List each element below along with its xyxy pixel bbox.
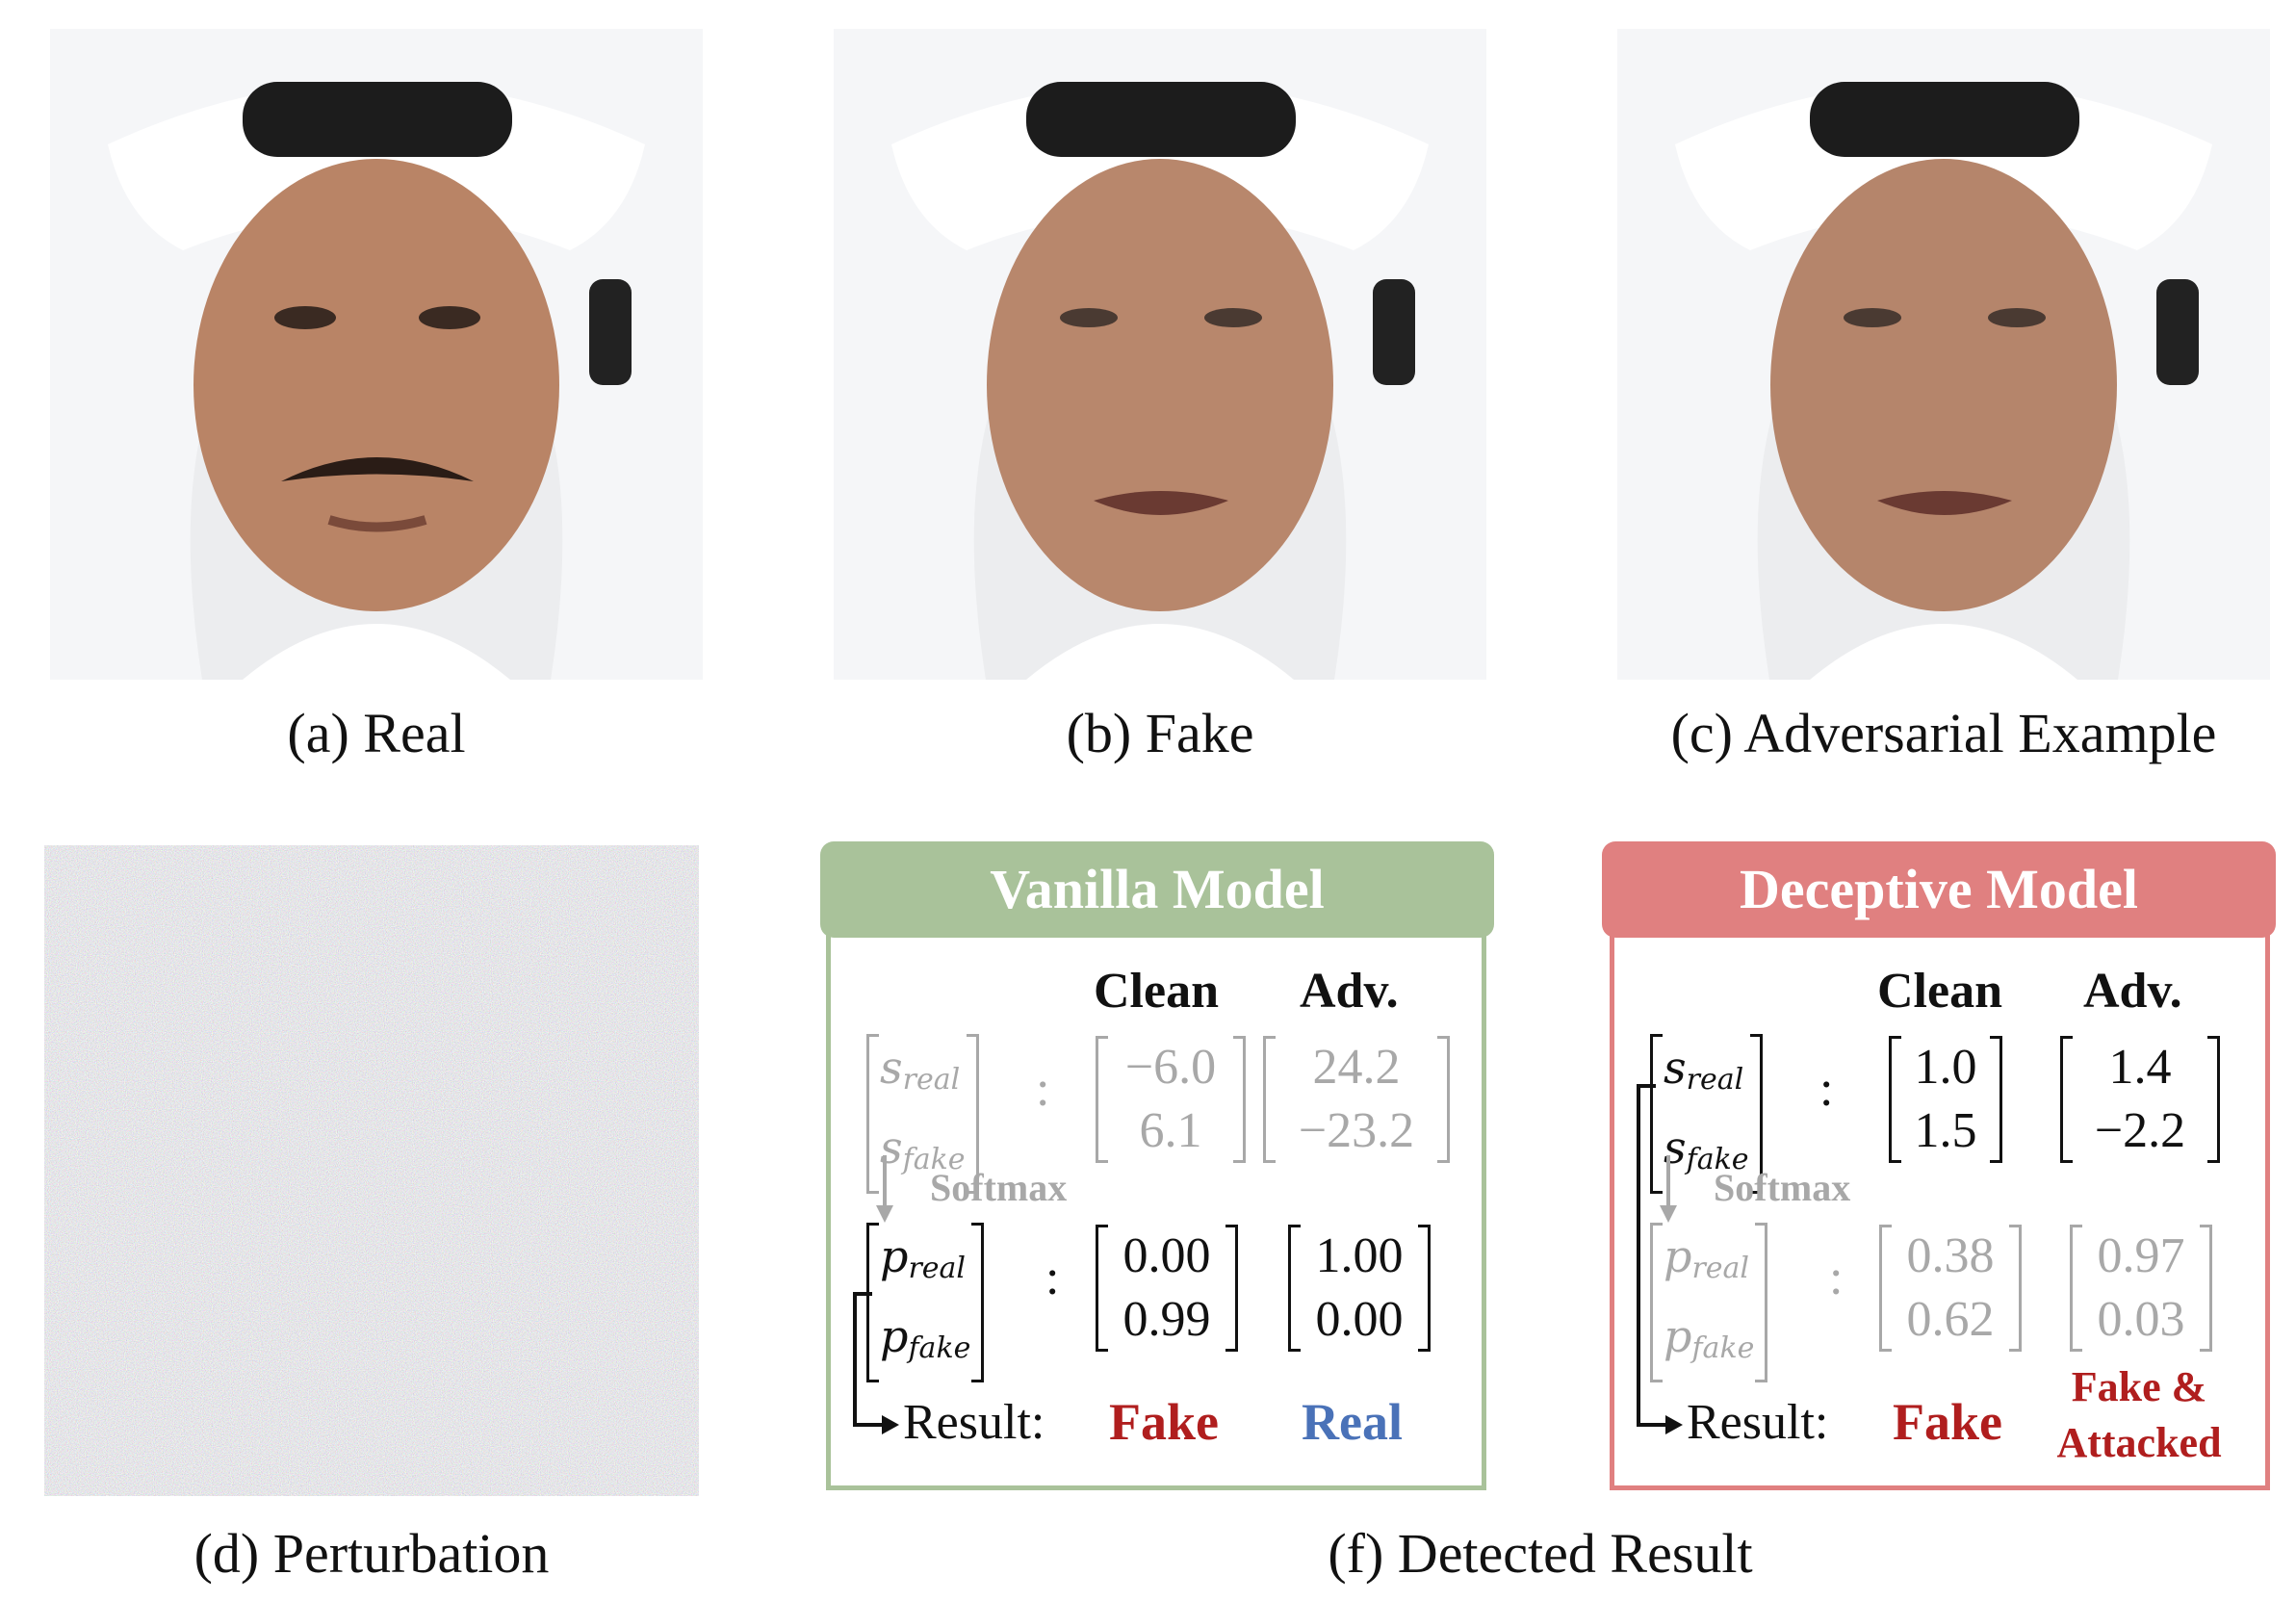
deceptive-model-panel (1610, 911, 2270, 1490)
deceptive-softmax-label: Softmax (1714, 1166, 1851, 1209)
vanilla-prob-clean-fake: 0.99 (1122, 1292, 1211, 1347)
caption-detected-result: (f) Detected Result (1328, 1522, 1753, 1585)
s-fake-symbol: sfake (1664, 1122, 1749, 1176)
vanilla-model-panel (826, 911, 1486, 1490)
vanilla-prob-colon: : (1045, 1251, 1060, 1305)
deceptive-prob-colon: : (1829, 1251, 1844, 1305)
deceptive-logit-adv-fake: −2.2 (2094, 1103, 2186, 1158)
deceptive-prob-adv-real: 0.97 (2097, 1228, 2185, 1283)
deceptive-prob-clean-fake: 0.62 (1906, 1292, 1995, 1347)
real-face-illustration (50, 29, 703, 680)
deceptive-col-clean: Clean (1877, 964, 2002, 1019)
vanilla-model-title: Vanilla Model (820, 841, 1494, 938)
vanilla-logit-clean-fake: 6.1 (1139, 1103, 1202, 1158)
caption-adversarial: (c) Adversarial Example (1670, 702, 2217, 764)
deceptive-result-adv: Fake & Attacked (2045, 1359, 2233, 1471)
s-real-symbol: sreal (880, 1042, 961, 1097)
deceptive-logit-colon: : (1819, 1062, 1834, 1117)
deceptive-logit-adv-real: 1.4 (2108, 1040, 2172, 1095)
caption-real: (a) Real (287, 702, 466, 764)
caption-fake: (b) Fake (1066, 702, 1254, 764)
deceptive-result-arrow (1637, 1084, 1683, 1434)
deceptive-prob-adv-fake: 0.03 (2097, 1292, 2185, 1347)
vanilla-probs-adv: 1.00 0.00 (1288, 1225, 1431, 1352)
vanilla-prob-adv-real: 1.00 (1315, 1228, 1404, 1283)
vanilla-result-label: Result: (903, 1395, 1045, 1450)
vanilla-prob-symbols: preal pfake (866, 1223, 985, 1382)
vanilla-logit-symbols: sreal sfake (866, 1034, 979, 1194)
vanilla-logit-adv-fake: −23.2 (1298, 1103, 1415, 1158)
vanilla-col-clean: Clean (1094, 964, 1219, 1019)
deceptive-logits-adv: 1.4 −2.2 (2060, 1036, 2220, 1163)
perturbation-noise (44, 845, 699, 1496)
s-real-symbol: sreal (1664, 1042, 1744, 1097)
real-face-image (50, 29, 703, 680)
deceptive-model-title: Deceptive Model (1602, 841, 2276, 938)
deceptive-logit-symbols: sreal sfake (1650, 1034, 1763, 1194)
vanilla-result-adv: Real (1302, 1393, 1403, 1451)
vanilla-logit-clean-real: −6.0 (1124, 1040, 1217, 1095)
perturbation-image (44, 845, 699, 1496)
deceptive-result-adv-line1: Fake & (2071, 1363, 2207, 1410)
deceptive-probs-clean: 0.38 0.62 (1879, 1225, 2022, 1352)
vanilla-logits-clean: −6.0 6.1 (1096, 1036, 1246, 1163)
fake-face-illustration (834, 29, 1486, 680)
p-real-symbol: preal (880, 1230, 967, 1285)
deceptive-logit-clean-fake: 1.5 (1914, 1103, 1977, 1158)
deceptive-result-label: Result: (1687, 1395, 1829, 1450)
p-fake-symbol: pfake (1664, 1310, 1755, 1365)
vanilla-prob-adv-fake: 0.00 (1315, 1292, 1404, 1347)
vanilla-logit-adv-real: 24.2 (1312, 1040, 1401, 1095)
deceptive-logits-clean: 1.0 1.5 (1889, 1036, 2002, 1163)
vanilla-softmax-label: Softmax (930, 1166, 1068, 1209)
vanilla-prob-clean-real: 0.00 (1122, 1228, 1211, 1283)
deceptive-logit-clean-real: 1.0 (1914, 1040, 1977, 1095)
vanilla-logits-adv: 24.2 −23.2 (1263, 1036, 1450, 1163)
vanilla-probs-clean: 0.00 0.99 (1096, 1225, 1238, 1352)
deceptive-probs-adv: 0.97 0.03 (2070, 1225, 2212, 1352)
adversarial-face-image (1617, 29, 2270, 680)
vanilla-logit-colon: : (1036, 1062, 1050, 1117)
vanilla-col-adv: Adv. (1300, 964, 1399, 1019)
deceptive-result-clean: Fake (1893, 1393, 2002, 1451)
vanilla-result-clean: Fake (1109, 1393, 1219, 1451)
vanilla-softmax-arrow (876, 1155, 893, 1223)
deceptive-col-adv: Adv. (2083, 964, 2182, 1019)
deceptive-result-adv-line2: Attacked (2056, 1419, 2222, 1466)
caption-perturbation: (d) Perturbation (193, 1522, 550, 1585)
deceptive-softmax-arrow (1660, 1155, 1677, 1223)
p-real-symbol: preal (1664, 1230, 1750, 1285)
fake-face-image (834, 29, 1486, 680)
p-fake-symbol: pfake (880, 1310, 971, 1365)
deceptive-prob-symbols: preal pfake (1650, 1223, 1768, 1382)
vanilla-result-arrow (853, 1292, 899, 1434)
deceptive-prob-clean-real: 0.38 (1906, 1228, 1995, 1283)
adversarial-face-illustration (1617, 29, 2270, 680)
